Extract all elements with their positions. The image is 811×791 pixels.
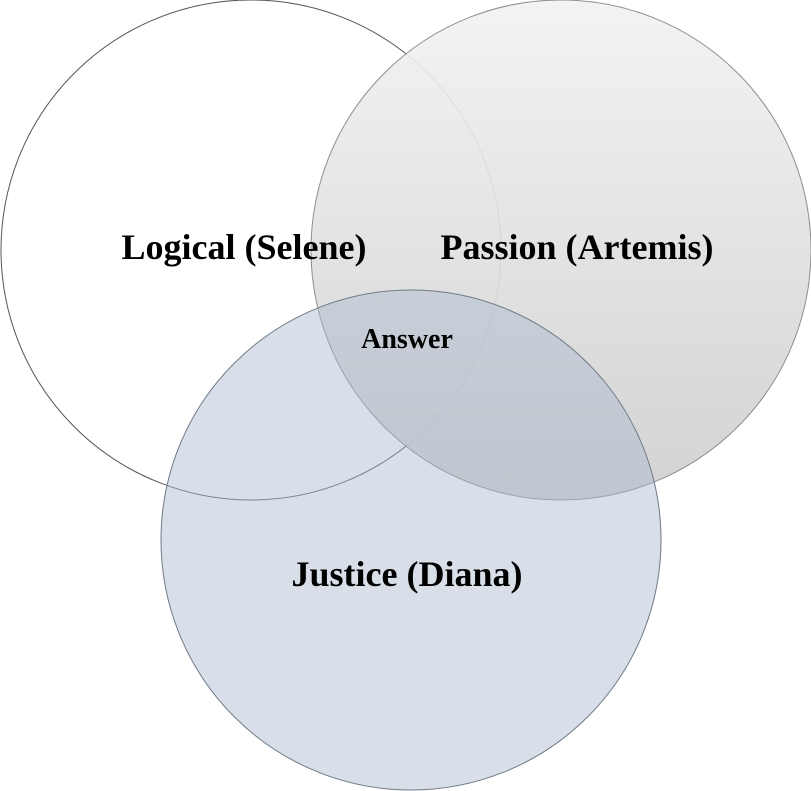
justice-circle [160,289,662,791]
justice-label: Justice (Diana) [292,554,523,594]
logical-label: Logical (Selene) [122,227,367,267]
passion-circle [310,0,811,501]
passion-label: Passion (Artemis) [441,227,714,267]
answer-label: Answer [361,324,453,355]
